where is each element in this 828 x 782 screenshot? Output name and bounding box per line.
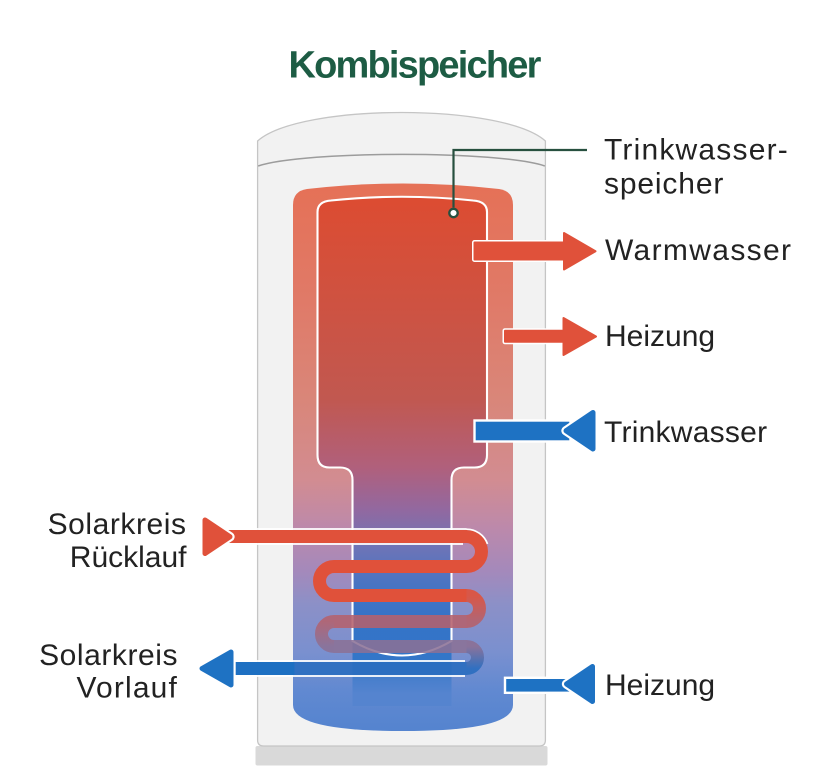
svg-text:Kombispeicher: Kombispeicher — [288, 45, 541, 87]
svg-text:Solarkreis: Solarkreis — [39, 639, 178, 672]
svg-text:Trinkwasser: Trinkwasser — [604, 416, 767, 449]
svg-text:Vorlauf: Vorlauf — [77, 672, 178, 705]
svg-text:Heizung: Heizung — [605, 669, 715, 702]
svg-text:Warmwasser: Warmwasser — [605, 234, 792, 267]
svg-text:Heizung: Heizung — [605, 320, 715, 353]
svg-text:Solarkreis: Solarkreis — [48, 508, 187, 541]
svg-text:speicher: speicher — [604, 168, 724, 201]
svg-text:Trinkwasser-: Trinkwasser- — [604, 134, 789, 167]
svg-text:Rücklauf: Rücklauf — [70, 541, 187, 574]
